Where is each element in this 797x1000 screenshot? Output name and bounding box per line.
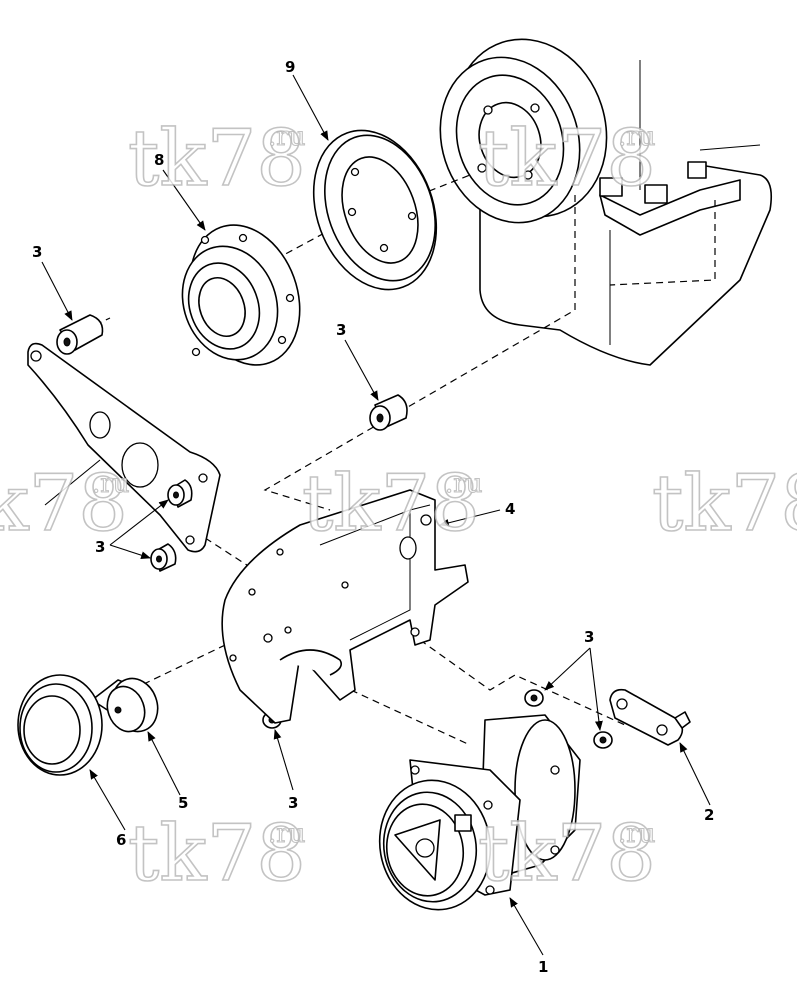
svg-text:tk78: tk78 [652,459,797,549]
spacer-left-upper [167,479,193,508]
callout-8: 8 [154,151,164,169]
callout-6: 6 [116,831,126,849]
spacer-center [369,394,408,431]
svg-text:tk78: tk78 [478,809,656,899]
washer-right-2 [593,731,613,749]
svg-text:.ru: .ru [92,469,129,499]
callout-3-right: 3 [584,628,594,646]
washer-right-1 [524,689,544,707]
callout-9: 9 [285,58,295,76]
svg-text:tk78: tk78 [128,114,306,204]
svg-text:tk78: tk78 [128,809,306,899]
callout-2: 2 [704,806,714,824]
callout-4: 4 [505,500,515,518]
watermark-top-left: tk78 .ru [127,113,306,205]
watermark-middle-left: tk78 .ru [0,458,130,550]
watermark-top-right: tk78 .ru [477,113,656,205]
watermark-middle-center: tk78 .ru [301,458,483,550]
callout-3-left-spacers: 3 [95,538,105,556]
part-2-rear-plate [609,688,691,746]
crank-pulley [439,38,608,224]
svg-text:.ru: .ru [445,469,482,499]
watermark-bottom-left: tk78 .ru [127,808,306,900]
watermark-bottom-right: tk78 .ru [477,808,656,900]
watermarks: tk78 .ru tk78 .ru tk78 .ru tk78 .ru tk78… [0,113,797,900]
part-1-compressor [378,714,581,911]
svg-text:.ru: .ru [268,819,305,849]
part-4-mount-bracket [221,489,469,724]
svg-text:.ru: .ru [618,122,655,152]
svg-text:tk78: tk78 [0,459,128,549]
part-5-idler [91,677,159,733]
part-6-pulley-cap [17,674,103,776]
svg-text:.ru: .ru [618,819,655,849]
callout-3-bottom: 3 [288,794,298,812]
svg-text:tk78: tk78 [302,459,480,549]
spacer-top-left [56,314,104,355]
part-9-pulley-ring [312,129,438,291]
callout-1: 1 [538,958,548,976]
callout-5: 5 [178,794,188,812]
callout-labels: 1 2 3 3 3 3 3 4 5 6 8 9 [32,58,714,976]
spacer-left-lower [150,543,177,572]
svg-text:tk78: tk78 [478,114,656,204]
svg-text:.ru: .ru [268,122,305,152]
callout-leaders [41,74,711,956]
callout-3-top-left: 3 [32,243,42,261]
part-8-clutch-hub [181,224,301,366]
watermark-middle-right: tk78 [651,458,797,550]
callout-3-center: 3 [336,321,346,339]
